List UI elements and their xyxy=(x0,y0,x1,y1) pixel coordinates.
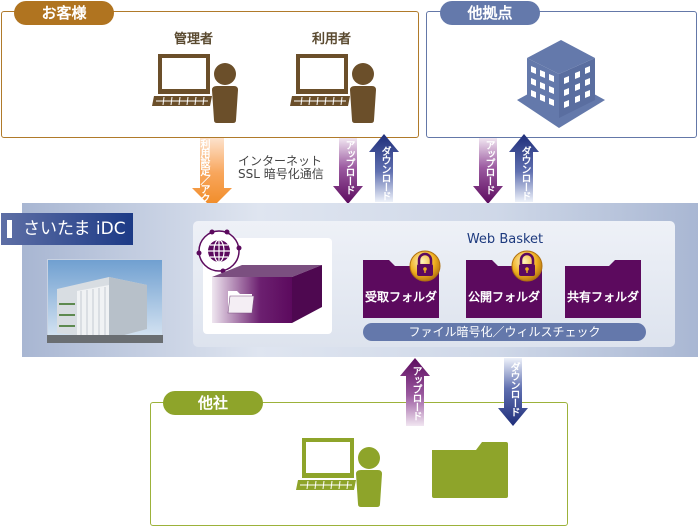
branch-upload-arrow xyxy=(473,138,503,204)
admin-label: 管理者 xyxy=(174,32,214,47)
lock-icon xyxy=(409,250,441,282)
idc-title: さいたま iDC xyxy=(1,213,133,245)
lock-icon xyxy=(511,250,543,282)
branch-office-group-label: 他拠点 xyxy=(440,1,540,25)
public-folder-label: 公開フォルダ xyxy=(467,290,540,304)
upload-arrow xyxy=(333,138,363,204)
shared-folder[interactable]: 共有フォルダ xyxy=(563,258,643,320)
access-control-arrow xyxy=(192,138,232,208)
internet-label: インターネット xyxy=(238,154,323,168)
internet-ssl-label: インターネット SSL 暗号化通信 xyxy=(238,155,324,181)
other-company-group-label: 他社 xyxy=(163,391,263,415)
branch-download-arrow xyxy=(509,134,539,202)
globe-network-icon xyxy=(196,229,242,274)
computer-user-icon xyxy=(290,54,376,123)
storage-box-icon xyxy=(212,265,322,323)
folder-shape xyxy=(565,260,641,318)
access-control-label-line1: 利用設定／ xyxy=(198,139,209,184)
partner-upload-arrow-label: アップロード xyxy=(410,366,421,420)
download-arrow xyxy=(369,134,399,202)
office-building-icon xyxy=(517,40,605,128)
receive-folder-label: 受取フォルダ xyxy=(364,290,437,304)
branch-download-arrow-label: ダウンロード xyxy=(519,146,530,200)
customer-group-label: お客様 xyxy=(14,1,114,25)
idc-title-marker xyxy=(7,220,12,238)
branch-upload-arrow-label: アップロード xyxy=(483,140,494,194)
user-label: 利用者 xyxy=(312,32,352,47)
partner-download-arrow-label: ダウンロード xyxy=(508,362,519,416)
computer-user-icon xyxy=(296,438,382,507)
web-basket-title: Web Basket xyxy=(466,232,544,247)
ssl-label: SSL 暗号化通信 xyxy=(238,167,324,181)
folder-icon xyxy=(227,291,255,314)
computer-user-icon xyxy=(152,54,238,123)
data-center-building-photo xyxy=(47,259,163,343)
partner-download-arrow xyxy=(498,358,528,426)
shared-folder-label: 共有フォルダ xyxy=(566,290,639,304)
encryption-virus-check-bar: ファイル暗号化／ウィルスチェック xyxy=(363,323,646,341)
upload-arrow-label: アップロード xyxy=(343,140,354,194)
download-arrow-label: ダウンロード xyxy=(379,146,390,200)
partner-upload-arrow xyxy=(400,358,430,426)
folder-icon xyxy=(432,442,508,498)
